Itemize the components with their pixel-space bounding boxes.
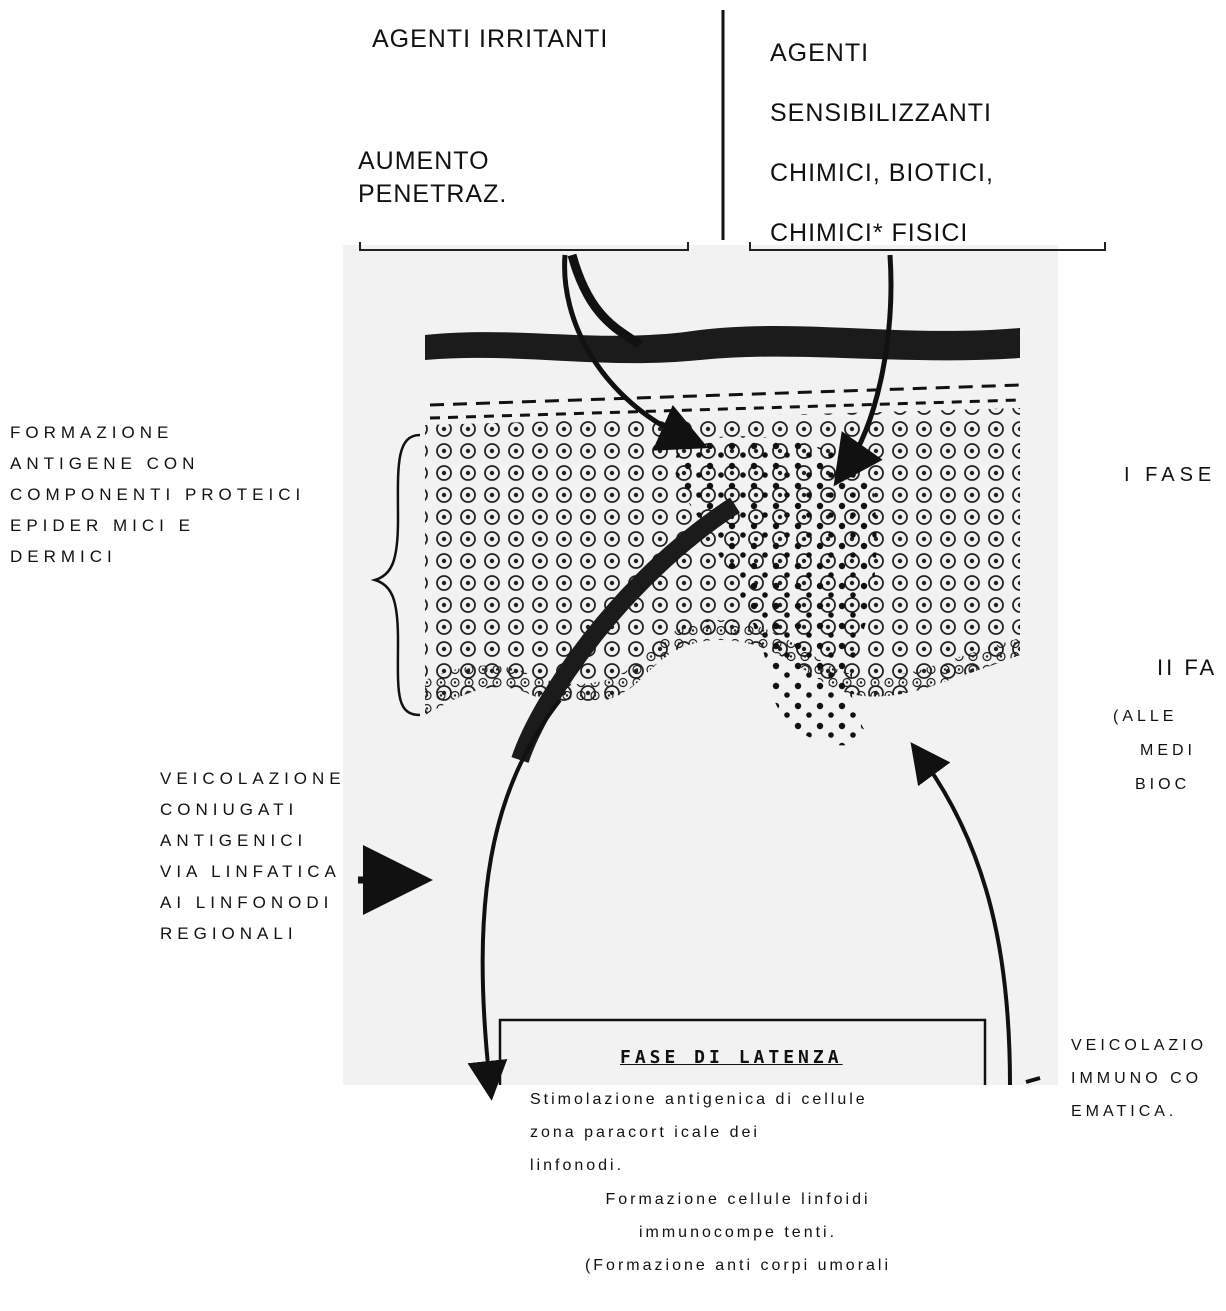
sensitizers-title: AGENTI SENSIBILIZZANTI CHIMICI, BIOTICI,…	[770, 23, 994, 263]
blood-transport-label: VEICOLAZIO IMMUNO CO EMATICA.	[1071, 1029, 1207, 1128]
latency-phase-title: FASE DI LATENZA	[620, 1047, 843, 1068]
phase-2-label: II FA	[1157, 655, 1217, 681]
antigen-formation-label: FORMAZIONE ANTIGENE CON COMPONENTI PROTE…	[10, 417, 305, 572]
increase-penetration-label: AUMENTO PENETRAZ.	[358, 145, 507, 211]
lymph-transport-label: VEICOLAZIONE CONIUGATI ANTIGENICI VIA LI…	[160, 763, 346, 949]
phase-1-label: I FASE	[1124, 464, 1216, 487]
latency-formation-text: Formazione cellule linfoidi immunocompe …	[528, 1183, 948, 1282]
irritants-title: AGENTI IRRITANTI	[372, 25, 608, 54]
phase-2-subtitle: (ALLE MEDI BIOC	[1113, 700, 1196, 802]
latency-description: Stimolazione antigenica di cellule zona …	[530, 1083, 868, 1182]
